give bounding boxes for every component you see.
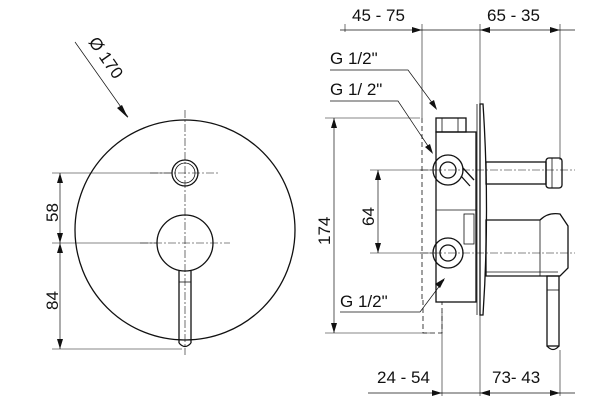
dim-bottom-right-label: 73- 43 — [492, 368, 540, 387]
dim-bottom-arrow-3 — [550, 390, 560, 396]
dim-174-label: 174 — [315, 217, 334, 245]
side-view: 45 - 75 65 - 35 24 - 54 73- 43 174 64 G … — [315, 6, 575, 396]
dim-top-left-label: 45 - 75 — [352, 6, 405, 25]
handle-lever-tip — [178, 342, 192, 348]
dim-bottom-arrow-2 — [480, 390, 490, 396]
wall-plate-outline — [479, 103, 488, 316]
dim-64-arrow-top — [375, 170, 381, 180]
dim-84-arrow-top — [57, 243, 63, 253]
dim-64-label: 64 — [359, 207, 378, 226]
dim-top-arrow-3 — [550, 27, 560, 33]
dim-bottom-arrow-1 — [432, 390, 442, 396]
thread-leader-1 — [330, 69, 437, 109]
handle-lever-side — [546, 275, 560, 347]
valve-body-notch — [463, 213, 475, 245]
dim-bottom-left-label: 24 - 54 — [377, 368, 430, 387]
front-view: Ø 170 58 84 — [43, 33, 296, 355]
thread-arrow-1 — [429, 100, 437, 110]
diameter-leader-line — [74, 41, 129, 118]
dim-58-arrow-bottom — [57, 233, 63, 243]
dim-174-arrow-bottom — [331, 323, 337, 333]
dim-top-arrow-2 — [480, 27, 490, 33]
diameter-label: Ø 170 — [85, 33, 127, 82]
thread-arrow-2 — [425, 144, 433, 154]
diverter-stem — [485, 161, 547, 185]
thread-label-1: G 1/2" — [330, 49, 378, 68]
thread-leader-2 — [330, 100, 433, 153]
dim-58-label: 58 — [43, 203, 62, 222]
valve-box-hidden-edge — [422, 300, 443, 334]
dim-174-arrow-top — [331, 118, 337, 128]
upper-port-stub-2 — [460, 175, 471, 187]
dim-84-arrow-bottom — [57, 339, 63, 349]
handle-lever-side-tip — [546, 345, 560, 351]
thread-label-2: G 1/ 2" — [330, 80, 382, 99]
dim-58-arrow-top — [57, 173, 63, 183]
diverter-knob-side — [545, 157, 563, 189]
dim-64-arrow-bottom — [375, 243, 381, 253]
dim-84-label: 84 — [43, 291, 62, 310]
valve-body-top-cap — [435, 117, 467, 133]
handle-hub-side — [485, 212, 569, 277]
diameter-leader-arrow — [117, 105, 128, 118]
dim-top-arrow-1 — [412, 27, 422, 33]
thread-arrow-3 — [435, 278, 445, 288]
thread-label-3: G 1/2" — [340, 292, 388, 311]
dim-top-right-label: 65 - 35 — [487, 6, 540, 25]
